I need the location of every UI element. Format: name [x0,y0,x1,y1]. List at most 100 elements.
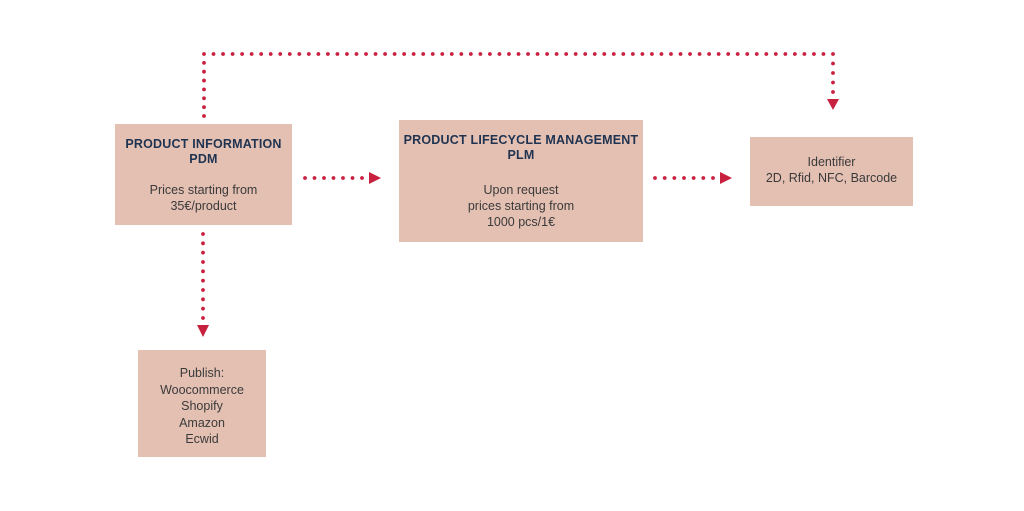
connector-pdm-to-publish [201,232,205,320]
connector-dot [488,52,492,56]
connector-dot [202,87,206,92]
connector-dot [662,176,667,180]
connector-dot [430,52,435,56]
pdm-heading: PRODUCT INFORMATION PDM [115,137,292,167]
connector-pdm-to-identifier-top [202,52,835,118]
connector-dot [278,52,283,56]
connector-dot [249,52,254,56]
connector-dot [653,176,657,180]
connector-dot [754,52,759,56]
connector-dot [468,52,473,56]
connector-dot [701,176,706,180]
connector-dot [678,52,683,56]
connector-plm-to-identifier [653,176,715,180]
connector-dot [688,52,692,56]
pdm-heading-line-2: PDM [189,152,218,166]
plm-heading: PRODUCT LIFECYCLE MANAGEMENT PLM [399,133,643,163]
connector-dot [312,176,317,180]
connector-dot [745,52,750,56]
connector-dot [201,269,205,274]
plm-body-line-1: Upon request [483,183,559,197]
pdm-heading-line-1: PRODUCT INFORMATION [125,137,282,151]
connector-dot [564,52,569,56]
connector-dot [201,278,205,283]
connector-dot [354,52,359,56]
connector-dot [802,52,807,56]
connector-pdm-to-plm [303,176,364,180]
connector-dot [202,78,206,83]
plm-heading-line-2: PLM [507,148,535,162]
connector-dot [202,52,206,56]
connector-dot [783,52,788,56]
connector-dot [411,52,416,56]
connector-dot [773,52,778,56]
connector-dot [697,52,702,56]
connector-dot [297,52,302,56]
connector-dot [392,52,397,56]
plm-body-line-3: 1000 pcs/1€ [486,215,556,229]
connector-dot [573,52,578,56]
connector-dot [831,52,835,56]
connector-dot [682,176,686,180]
publish-body-line-1: Publish: [179,366,225,380]
identifier-body-line-1: Identifier [807,155,856,169]
connector-dot [507,52,511,56]
connector-dot [303,176,307,180]
connector-dot [201,232,205,236]
identifier-body-line-2: 2D, Rfid, NFC, Barcode [765,171,898,185]
arrowhead-pdm-to-plm [369,172,381,184]
connector-dot [383,52,387,56]
publish-body: Publish: Woocommerce Shopify Amazon Ecwi… [138,365,266,448]
connector-dot [221,52,225,56]
arrowhead-pdm-to-publish [197,325,209,337]
connector-dot [711,176,715,180]
plm-body: Upon request prices starting from 1000 p… [399,182,643,230]
connector-dot [821,52,826,56]
connector-dot [211,52,216,56]
plm-body-line-2: prices starting from [467,199,575,213]
connector-dot [640,52,645,56]
connector-dot [350,176,355,180]
connector-dot [341,176,345,180]
connector-dot [331,176,336,180]
connector-dot [672,176,677,180]
connector-dot [602,52,607,56]
connector-dot [650,52,654,56]
connector-dot [373,52,378,56]
connector-dot [322,176,326,180]
connector-dot [201,288,205,292]
connector-dot [201,297,205,302]
connector-dot [202,96,206,101]
connector-dot [707,52,712,56]
connector-dot [202,60,206,65]
connector-dot [421,52,426,56]
connector-dot [202,105,206,110]
product-information-pdm-box: PRODUCT INFORMATION PDM Prices starting … [115,124,292,225]
identifier-box: Identifier 2D, Rfid, NFC, Barcode [750,137,913,206]
connector-dot [526,52,530,56]
connector-dot [545,52,549,56]
connector-dot [316,52,321,56]
connector-dot [335,52,340,56]
publish-box: Publish: Woocommerce Shopify Amazon Ecwi… [138,350,266,457]
connector-dot [831,61,835,66]
connector-dot [440,52,445,56]
connector-dot [583,52,588,56]
connector-dot [812,52,816,56]
pdm-body-line-2: 35€/product [170,199,237,213]
plm-heading-line-1: PRODUCT LIFECYCLE MANAGEMENT [403,133,639,147]
connector-dot [449,52,454,56]
connector-dot [831,80,835,85]
connector-dot [201,306,205,311]
publish-body-line-4: Amazon [179,415,225,430]
pdm-body-line-1: Prices starting from [149,183,258,197]
connector-dot [306,52,311,56]
connector-dot [202,69,206,74]
connector-dot [764,52,769,56]
publish-body-line-3: Shopify [181,399,223,413]
connector-dot [201,316,205,320]
connector-dot [630,52,635,56]
connector-dot [459,52,464,56]
connector-dot [516,52,521,56]
connector-dot [202,114,206,118]
